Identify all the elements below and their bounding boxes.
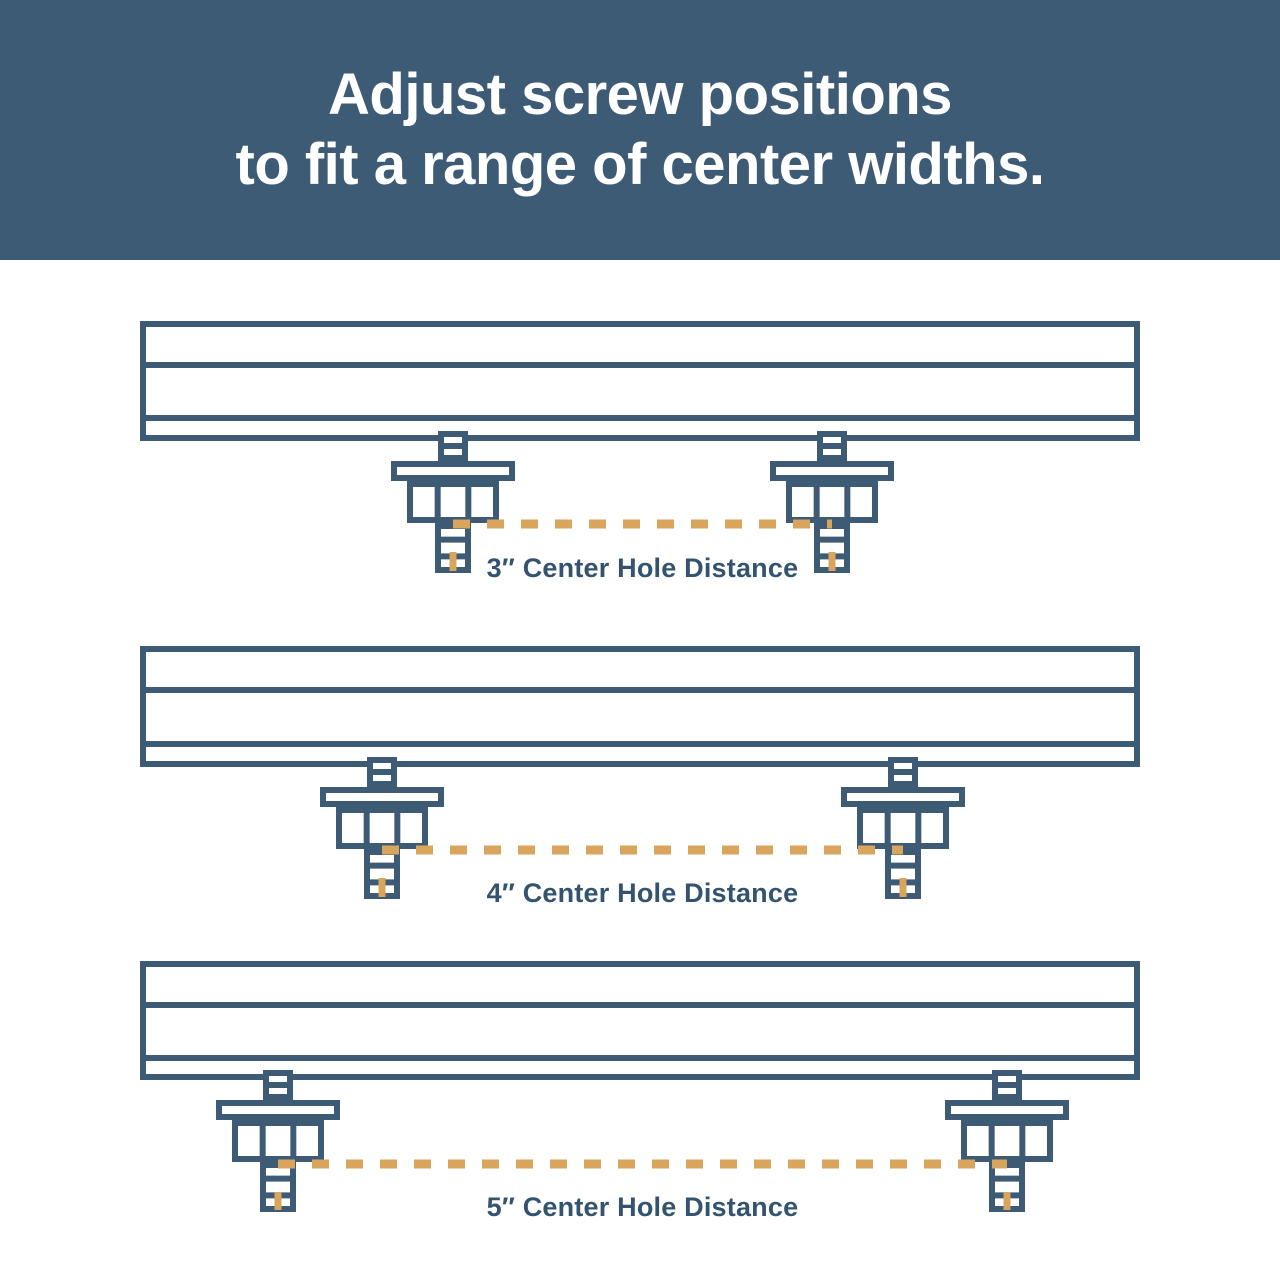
screw-nut-body-right [857, 807, 949, 849]
center-hole-distance-label-block-3in: 3″ Center Hole Distance [487, 553, 799, 583]
block-3in: 3″ Center Hole Distance [140, 321, 1140, 583]
screw-washer-flange-left [216, 1100, 340, 1120]
headline-line-2: to fit a range of center widths. [235, 132, 1045, 197]
screw-nut-body-left [232, 1120, 324, 1162]
block-5in: 5″ Center Hole Distance [140, 961, 1140, 1222]
screw-nut-body-left [336, 807, 428, 849]
block-3in-group: 3″ Center Hole Distance [140, 321, 1140, 583]
screw-washer-flange-right [841, 787, 965, 807]
screw-nut-body-right [961, 1120, 1053, 1162]
screw-washer-flange-right [770, 461, 894, 481]
headline-line-1: Adjust screw positions [328, 62, 952, 127]
center-hole-distance-label-block-4in: 4″ Center Hole Distance [487, 878, 799, 908]
diagram-area: 3″ Center Hole Distance 4″ Center Hole Di… [0, 260, 1280, 1280]
screw-washer-flange-left [391, 461, 515, 481]
screw-nut-body-left [407, 481, 499, 523]
header-banner: Adjust screw positions to fit a range of… [0, 0, 1280, 260]
block-4in: 4″ Center Hole Distance [140, 646, 1140, 908]
screw-washer-flange-left [320, 787, 444, 807]
center-hole-distance-label-block-5in: 5″ Center Hole Distance [487, 1192, 799, 1222]
screw-washer-flange-right [945, 1100, 1069, 1120]
screw-nut-body-right [786, 481, 878, 523]
block-5in-group: 5″ Center Hole Distance [140, 961, 1140, 1222]
block-4in-group: 4″ Center Hole Distance [140, 646, 1140, 908]
